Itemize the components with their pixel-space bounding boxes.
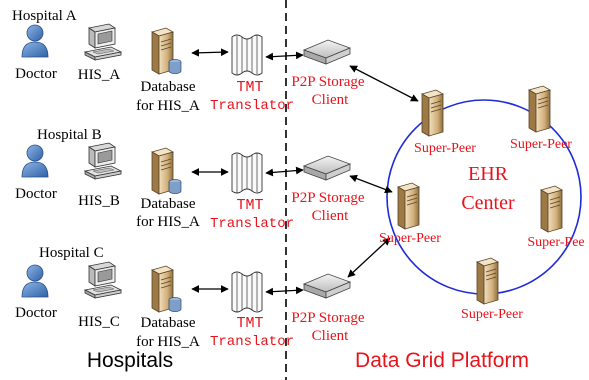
translator-icon	[231, 271, 263, 313]
tmt-label: TMT	[236, 79, 263, 96]
doctor-label: Doctor	[15, 305, 57, 321]
super-peer-label: Super-Peer	[461, 307, 523, 322]
super-peer-label: Super-Peer	[414, 141, 476, 156]
tmt-client-arrow	[265, 166, 304, 177]
hospital-a-row: Hospital A Doctor HIS_A Database for HIS…	[12, 8, 365, 114]
computer-icon	[84, 23, 122, 61]
super-peer-server-icon	[476, 257, 499, 305]
doctor-label: Doctor	[15, 186, 57, 202]
storage-client-icon	[303, 39, 351, 65]
translator-icon	[231, 152, 263, 194]
client-label-2: Client	[312, 328, 349, 344]
database-label-2: for HIS_A	[136, 98, 200, 114]
db-tmt-arrow	[191, 48, 229, 57]
his-label: HIS_C	[78, 314, 120, 330]
his-label: HIS_A	[78, 67, 121, 83]
doctor-icon	[21, 24, 49, 58]
region-label-hospitals: Hospitals	[87, 349, 173, 372]
storage-client-icon	[303, 155, 351, 181]
region-label-data-grid: Data Grid Platform	[355, 349, 529, 372]
super-peer-label: Super-Peer	[510, 137, 572, 152]
storage-client-icon	[303, 273, 351, 299]
super-peer-server-icon	[397, 182, 420, 230]
hospital-title: Hospital A	[12, 8, 77, 24]
hospital-b-row: Hospital B Doctor HIS_B Database for HIS…	[15, 127, 365, 232]
database-server-icon	[152, 28, 181, 74]
hospital-c-row: Hospital C Doctor HIS_C Database for HIS…	[15, 245, 365, 350]
his-label: HIS_B	[78, 193, 120, 209]
super-peer-server-icon	[421, 89, 444, 137]
client-peer-arrow-b	[349, 174, 393, 194]
super-peer-server-icon	[528, 85, 551, 133]
database-label: Database	[141, 79, 196, 95]
super-peer-server-icon	[540, 185, 563, 233]
client-peer-arrow-a	[349, 65, 419, 102]
computer-icon	[84, 261, 122, 299]
client-label: P2P Storage	[291, 310, 365, 326]
client-label: P2P Storage	[291, 190, 365, 206]
super-peer-label: Super-Peer	[379, 231, 441, 246]
database-label-2: for HIS_A	[136, 334, 200, 350]
doctor-icon	[21, 264, 49, 298]
client-label-2: Client	[312, 92, 349, 108]
tmt-label-2: Translator	[210, 334, 294, 350]
hospital-title: Hospital C	[39, 245, 104, 261]
tmt-label: TMT	[236, 315, 263, 332]
ehr-center-subtitle: Center	[461, 192, 515, 214]
client-label-2: Client	[312, 208, 349, 224]
tmt-client-arrow	[265, 51, 304, 61]
database-server-icon	[152, 148, 181, 194]
doctor-label: Doctor	[15, 66, 57, 82]
tmt-label-2: Translator	[210, 98, 294, 114]
database-label: Database	[141, 196, 196, 212]
database-label: Database	[141, 315, 196, 331]
super-peer-label: Super-Pee	[527, 235, 584, 250]
database-label-2: for HIS_A	[136, 214, 200, 230]
computer-icon	[84, 142, 122, 180]
translator-icon	[231, 34, 263, 76]
tmt-label: TMT	[236, 197, 263, 214]
tmt-client-arrow	[265, 286, 304, 296]
database-server-icon	[152, 266, 181, 312]
ehr-center-title: EHR	[468, 163, 509, 185]
client-peer-arrow-c	[347, 237, 391, 278]
client-label: P2P Storage	[291, 74, 365, 90]
hospital-title: Hospital B	[37, 127, 102, 143]
doctor-icon	[21, 144, 49, 178]
tmt-label-2: Translator	[210, 216, 294, 232]
